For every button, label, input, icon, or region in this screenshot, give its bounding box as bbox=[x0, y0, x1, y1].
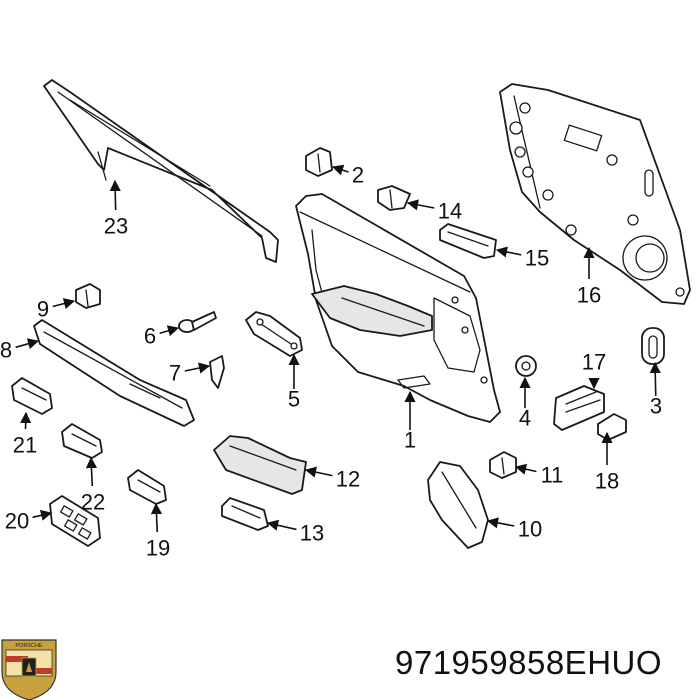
part-1-door-trim-panel bbox=[295, 193, 501, 423]
part-9-clip bbox=[75, 283, 101, 309]
callout-label-12: 12 bbox=[336, 467, 360, 492]
callout-13: 13 bbox=[266, 519, 324, 546]
callout-21: 21 bbox=[13, 411, 37, 458]
part-18-clip bbox=[597, 413, 627, 441]
leader-arrow-6 bbox=[159, 325, 180, 337]
callout-label-14: 14 bbox=[438, 199, 462, 224]
part-23-window-trim bbox=[43, 79, 279, 263]
callout-label-4: 4 bbox=[519, 406, 531, 431]
part-20-window-switch-panel bbox=[49, 495, 101, 547]
leader-arrow-8 bbox=[15, 338, 40, 350]
callout-19: 19 bbox=[146, 502, 170, 561]
part-4-grommet bbox=[515, 355, 537, 377]
leader-arrow-12 bbox=[304, 466, 333, 478]
part-19-switch bbox=[127, 469, 167, 505]
callout-label-10: 10 bbox=[518, 517, 542, 542]
part-13-trim-insert bbox=[221, 497, 269, 531]
porsche-crest-logo: PORSCHE bbox=[1, 639, 57, 700]
callout-label-13: 13 bbox=[300, 521, 324, 546]
callout-23: 23 bbox=[104, 179, 128, 239]
callout-label-7: 7 bbox=[169, 361, 181, 386]
logo-text: PORSCHE bbox=[15, 643, 43, 649]
callout-1: 1 bbox=[404, 390, 416, 453]
callout-9: 9 bbox=[37, 297, 76, 322]
part-14-bracket bbox=[377, 185, 411, 211]
part-16-door-carrier-panel bbox=[499, 83, 691, 305]
part-22-switch bbox=[61, 423, 103, 459]
callout-7: 7 bbox=[169, 361, 211, 386]
leader-arrow-15 bbox=[495, 246, 522, 258]
part-12-armrest-pad bbox=[213, 435, 307, 495]
callout-label-9: 9 bbox=[37, 297, 49, 322]
callout-20: 20 bbox=[5, 509, 53, 534]
leader-arrow-22 bbox=[85, 456, 98, 487]
leader-arrow-21 bbox=[20, 411, 32, 430]
part-2-clip bbox=[305, 147, 333, 177]
callout-22: 22 bbox=[81, 456, 105, 515]
callout-15: 15 bbox=[495, 246, 549, 271]
leader-arrow-9 bbox=[52, 298, 76, 309]
part-11-clip bbox=[489, 451, 517, 479]
leader-arrow-13 bbox=[266, 519, 297, 531]
part-10-cover-panel bbox=[427, 461, 489, 549]
callout-label-18: 18 bbox=[595, 469, 619, 494]
callout-label-16: 16 bbox=[577, 283, 601, 308]
leader-arrow-3 bbox=[649, 361, 661, 397]
callout-2: 2 bbox=[331, 163, 364, 188]
part-15-strip bbox=[439, 223, 497, 259]
callout-label-23: 23 bbox=[104, 214, 128, 239]
callout-18: 18 bbox=[595, 431, 619, 494]
leader-arrow-11 bbox=[514, 463, 537, 475]
callout-10: 10 bbox=[486, 517, 542, 542]
part-8-trim-strip bbox=[33, 319, 195, 427]
callout-label-17: 17 bbox=[582, 350, 606, 375]
leader-arrow-14 bbox=[406, 199, 435, 211]
part-21-switch bbox=[11, 377, 53, 415]
callout-5: 5 bbox=[288, 353, 300, 412]
part-17-pull-handle bbox=[553, 385, 605, 431]
callout-6: 6 bbox=[144, 324, 180, 349]
callout-label-19: 19 bbox=[146, 536, 170, 561]
callout-label-5: 5 bbox=[288, 387, 300, 412]
part-number: 971959858EHUO bbox=[395, 644, 663, 681]
leader-arrow-23 bbox=[109, 179, 121, 211]
callout-14: 14 bbox=[406, 199, 462, 224]
callout-label-20: 20 bbox=[5, 509, 29, 534]
part-5-handle-cup bbox=[245, 311, 303, 357]
part-3-oval-cover bbox=[641, 327, 665, 365]
callout-label-21: 21 bbox=[13, 433, 37, 458]
callout-8: 8 bbox=[0, 338, 40, 363]
callout-16: 16 bbox=[577, 246, 601, 308]
callout-label-6: 6 bbox=[144, 324, 156, 349]
leader-arrow-2 bbox=[331, 164, 349, 176]
callout-label-1: 1 bbox=[404, 428, 416, 453]
callout-12: 12 bbox=[304, 466, 360, 492]
callout-label-22: 22 bbox=[81, 490, 105, 515]
callout-label-11: 11 bbox=[541, 463, 564, 488]
callout-4: 4 bbox=[519, 376, 531, 431]
leader-arrow-19 bbox=[150, 502, 163, 533]
callout-11: 11 bbox=[514, 463, 564, 488]
leader-arrow-10 bbox=[486, 517, 515, 529]
part-7-clip bbox=[209, 355, 225, 389]
leader-arrow-20 bbox=[32, 509, 53, 521]
callout-3: 3 bbox=[649, 361, 662, 419]
callout-label-8: 8 bbox=[0, 338, 12, 363]
callout-17: 17 bbox=[582, 350, 606, 390]
callout-label-2: 2 bbox=[352, 163, 364, 188]
callout-label-15: 15 bbox=[525, 246, 549, 271]
callout-label-3: 3 bbox=[650, 394, 662, 419]
leader-arrow-7 bbox=[184, 362, 211, 374]
part-6-screw bbox=[178, 311, 217, 333]
